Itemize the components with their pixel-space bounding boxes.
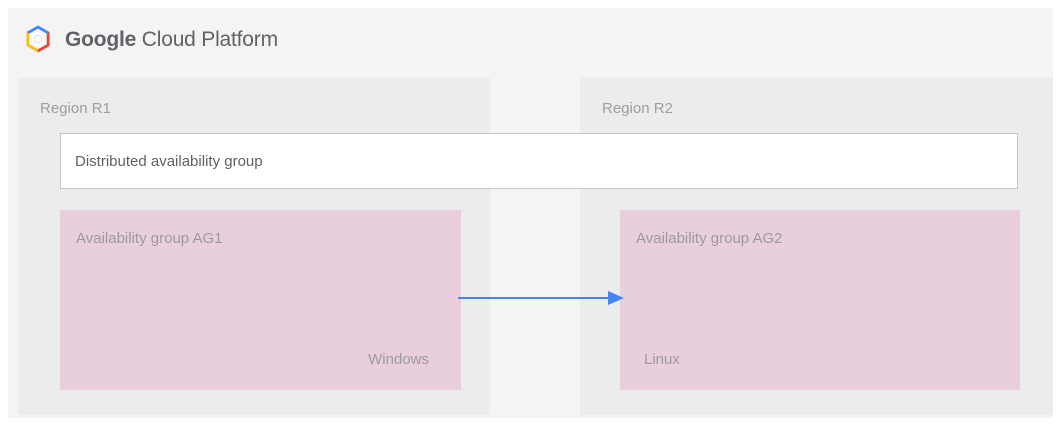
brand-lockup: Google Cloud Platform (22, 22, 278, 56)
replication-right-arrow-icon (458, 291, 624, 305)
brand-title-bold: Google (65, 27, 137, 51)
availability-group-box-ag2: Availability group AG2 Linux (620, 210, 1020, 390)
os-label-ag2: Linux (644, 351, 680, 368)
diagram-canvas: Google Cloud Platform Region R1 Region R… (8, 8, 1053, 418)
gcp-hexagon-logo-icon (26, 25, 50, 53)
distributed-availability-group-box: Distributed availability group (60, 133, 1018, 189)
region-title-r2: Region R2 (602, 100, 673, 117)
brand-title: Google Cloud Platform (65, 29, 278, 50)
brand-title-light: Cloud Platform (141, 27, 278, 51)
region-title-r1: Region R1 (40, 100, 111, 117)
page-header: Google Cloud Platform (8, 8, 1053, 70)
availability-group-box-ag1: Availability group AG1 Windows (60, 210, 461, 390)
os-label-ag1: Windows (368, 351, 429, 368)
distributed-availability-group-label: Distributed availability group (75, 153, 263, 170)
availability-group-label-ag1: Availability group AG1 (76, 230, 223, 247)
availability-group-label-ag2: Availability group AG2 (636, 230, 783, 247)
